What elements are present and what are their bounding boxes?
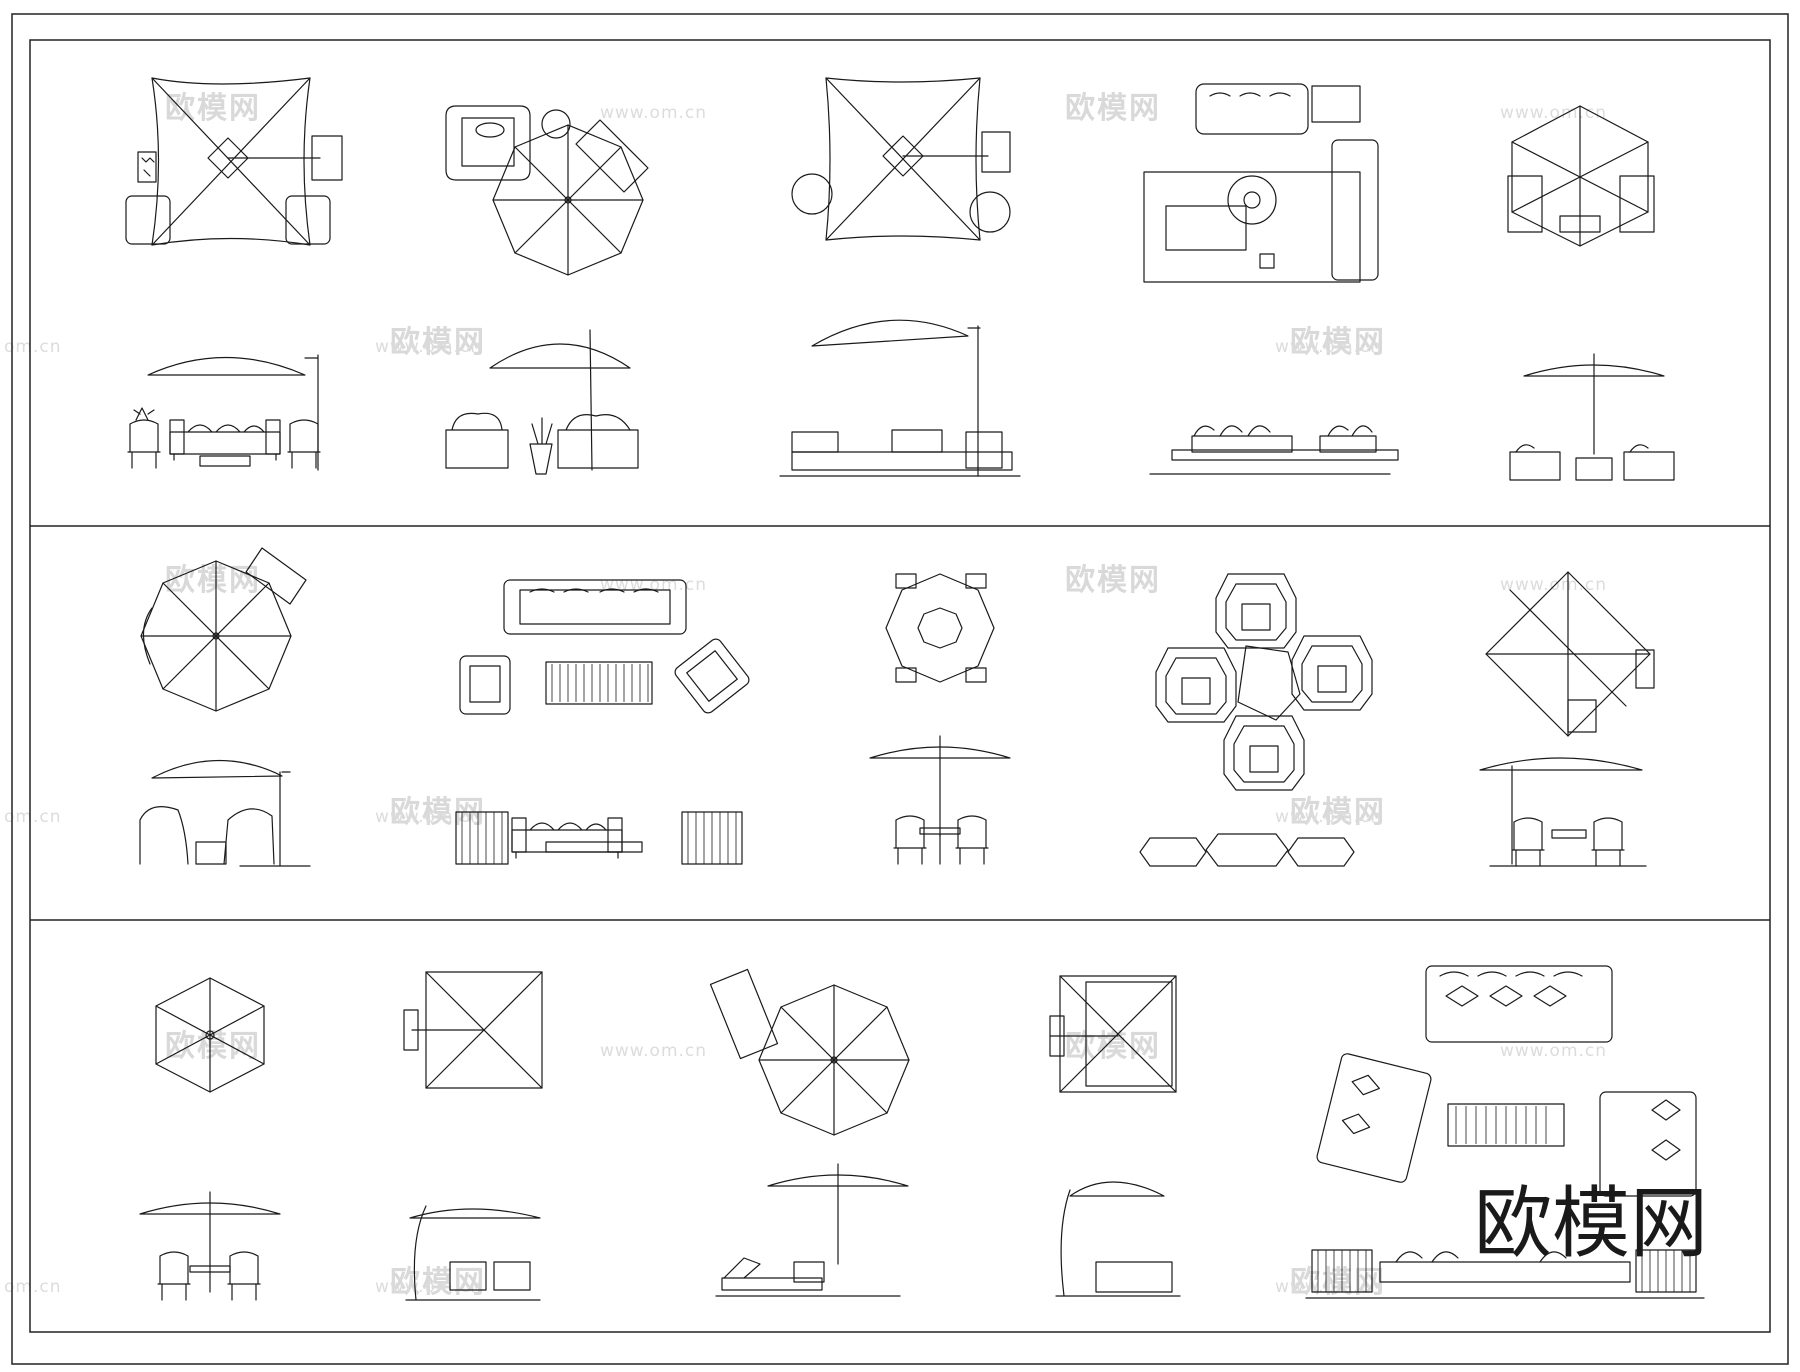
- elevation-large-lounge-set: [1305, 1249, 1705, 1299]
- watermark-cn: 欧模网: [390, 325, 486, 360]
- watermark-cn: 欧模网: [390, 1265, 486, 1300]
- watermark-cn: 欧模网: [1065, 91, 1161, 126]
- watermark-edge: om.cn: [4, 1277, 62, 1297]
- watermark-url: www.om.cn: [375, 1277, 482, 1297]
- watermark-url: www.om.cn: [375, 807, 482, 827]
- watermark-edge: om.cn: [4, 337, 62, 357]
- watermark-cn: 欧模网: [165, 1029, 261, 1064]
- watermark-url: www.om.cn: [600, 1041, 707, 1061]
- plan-square-umbrella: [403, 971, 543, 1089]
- watermark-cn: 欧模网: [1290, 1265, 1386, 1300]
- elevation-umbrella-daybed: [779, 319, 1021, 477]
- watermark-url: www.om.cn: [1275, 337, 1382, 357]
- elevation-cantilever-umbrella-sofa-set: [127, 354, 321, 471]
- elevation-sofa-coffee-table: [1149, 425, 1399, 475]
- watermark-cn: 欧模网: [165, 91, 261, 126]
- plan-square-umbrella-sofa-set: [125, 77, 343, 246]
- plan-square-umbrella-dining: [1049, 975, 1177, 1093]
- brand-logo-text: 欧模网: [1474, 1179, 1708, 1269]
- watermark-url: www.om.cn: [1500, 575, 1607, 595]
- plan-sofa-rug-two-chairs: [459, 579, 750, 715]
- watermark-cn: 欧模网: [1290, 795, 1386, 830]
- plan-hexagon-umbrella: [155, 977, 265, 1093]
- watermark-cn: 欧模网: [1290, 325, 1386, 360]
- watermark-edge: om.cn: [4, 807, 62, 827]
- elevation-armchairs-row: [1139, 833, 1355, 867]
- elevation-umbrella-sunbed: [715, 1163, 909, 1297]
- watermark-url: www.om.cn: [600, 103, 707, 123]
- watermark-cn: 欧模网: [1065, 1029, 1161, 1064]
- plan-large-lounge-set: [1316, 965, 1697, 1197]
- elevation-cantilever-umbrella-table: [405, 1205, 541, 1301]
- watermark-cn: 欧模网: [1065, 563, 1161, 598]
- watermark-url: www.om.cn: [1275, 807, 1382, 827]
- plan-diamond-cantilever-umbrella: [1485, 571, 1655, 737]
- plan-square-umbrella-round-chairs: [791, 77, 1011, 241]
- plan-sofa-rug-coffee-table: [1143, 83, 1379, 283]
- plan-four-armchairs-coffee-table: [1155, 573, 1373, 791]
- elevation-umbrella-lounge-chairs: [139, 759, 311, 867]
- elevation-cantilever-umbrella-dining: [1479, 757, 1647, 867]
- watermark-url: www.om.cn: [600, 575, 707, 595]
- plan-octagon-umbrella-sunbed: [709, 968, 910, 1136]
- elevation-market-umbrella-loungers: [1509, 353, 1675, 481]
- outer-frame: [11, 13, 1789, 1365]
- elevation-cantilever-umbrella-bench: [1055, 1181, 1181, 1297]
- elevation-market-umbrella-dining: [869, 735, 1011, 865]
- watermark-url: www.om.cn: [1500, 1041, 1607, 1061]
- elevation-woven-sofa-set: [455, 811, 743, 865]
- plan-octagon-umbrella-lounge: [445, 105, 649, 276]
- watermark-url: www.om.cn: [375, 337, 482, 357]
- elevation-umbrella-dining-set: [139, 1191, 281, 1301]
- plan-octagon-umbrella-with-base: [140, 547, 307, 712]
- watermark-cn: 欧模网: [165, 563, 261, 598]
- elevation-cantilever-umbrella-lounge: [445, 329, 639, 475]
- inner-frame: [29, 39, 1771, 1333]
- plan-round-table-four-chairs: [885, 573, 995, 683]
- plan-hexagon-umbrella-loungers: [1507, 105, 1655, 247]
